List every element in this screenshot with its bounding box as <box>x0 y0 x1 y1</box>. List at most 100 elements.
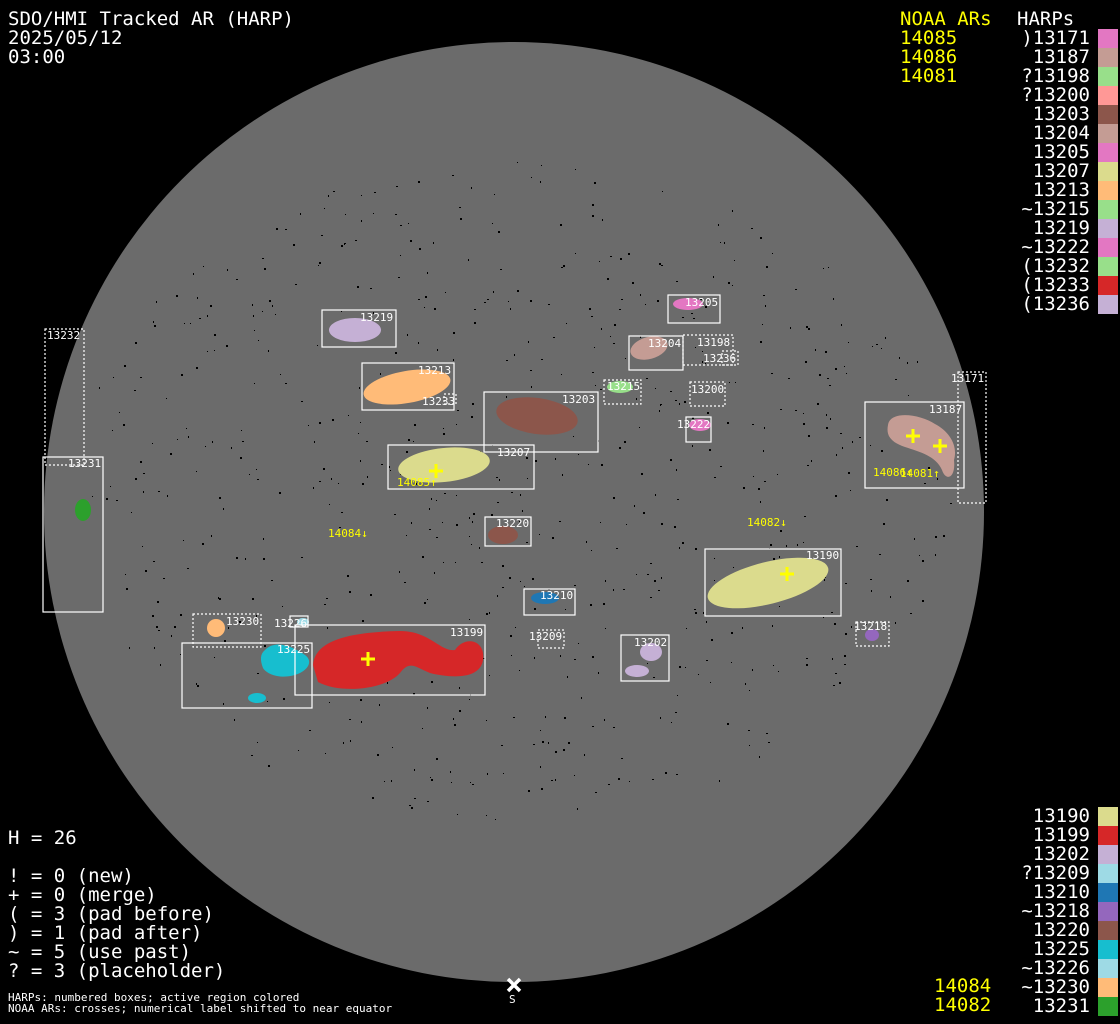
speck <box>758 488 760 490</box>
speck <box>184 323 185 324</box>
speck <box>456 524 458 526</box>
speck <box>427 599 428 600</box>
speck <box>319 262 321 264</box>
noaa-ar-item: 14084 <box>934 975 992 997</box>
box-13207[interactable] <box>387 444 535 490</box>
speck <box>573 436 574 437</box>
box-13209[interactable] <box>537 629 565 649</box>
speck <box>443 433 445 435</box>
speck <box>511 492 513 493</box>
region-13218 <box>865 629 879 641</box>
speck <box>695 548 697 550</box>
speck <box>832 658 833 660</box>
speck <box>267 701 268 702</box>
speck <box>743 487 745 489</box>
speck <box>808 435 810 437</box>
speck <box>749 745 750 746</box>
noaa-label-14085: 14085↑ <box>397 476 437 489</box>
speck <box>377 754 379 756</box>
box-13202[interactable] <box>620 634 670 682</box>
harp-legend-item: (13236 <box>1000 295 1118 314</box>
speck <box>502 587 504 588</box>
box-13210[interactable] <box>523 588 576 616</box>
speck <box>641 473 643 475</box>
speck <box>613 727 615 728</box>
box-13232[interactable] <box>44 328 85 466</box>
speck <box>835 368 837 370</box>
speck <box>674 526 676 528</box>
speck <box>345 214 346 215</box>
speck <box>766 267 768 268</box>
speck <box>804 516 806 517</box>
box-13200[interactable] <box>689 381 726 407</box>
box-13230[interactable] <box>192 613 262 648</box>
speck <box>578 643 579 644</box>
speck <box>152 615 154 617</box>
speck <box>520 581 521 582</box>
speck <box>835 673 837 674</box>
speck <box>592 656 594 658</box>
box-13222[interactable] <box>685 416 712 443</box>
speck <box>728 282 730 284</box>
speck <box>319 481 321 482</box>
box-13187[interactable] <box>864 401 965 489</box>
speck <box>125 574 126 575</box>
speck <box>411 522 412 524</box>
speck <box>341 245 343 247</box>
speck <box>135 478 137 480</box>
harp-legend-item: 13199 <box>1000 826 1118 845</box>
speck <box>848 472 850 474</box>
speck <box>436 500 437 501</box>
speck <box>840 433 842 434</box>
speck <box>431 498 432 500</box>
speck <box>460 218 462 220</box>
speck <box>844 655 846 657</box>
label-13213: 13213 <box>418 364 451 377</box>
box-13226[interactable] <box>289 615 309 628</box>
box-13233[interactable] <box>443 393 457 405</box>
cross-14085 <box>429 464 443 478</box>
speck <box>300 213 301 215</box>
speck <box>541 788 543 790</box>
speck <box>907 580 909 582</box>
box-13220[interactable] <box>484 516 532 547</box>
speck <box>469 536 470 537</box>
box-13215[interactable] <box>603 379 642 405</box>
box-13213[interactable] <box>361 362 455 411</box>
speck <box>655 494 656 496</box>
box-13236[interactable] <box>721 350 739 366</box>
speck <box>360 422 361 423</box>
box-13199[interactable] <box>294 624 486 696</box>
speck <box>212 441 213 443</box>
speck <box>520 494 521 496</box>
box-13205[interactable] <box>667 294 721 324</box>
speck <box>486 720 487 721</box>
speck <box>600 389 602 390</box>
noaa-label-14081: 14081↑ <box>900 467 940 480</box>
speck <box>914 538 915 540</box>
speck <box>827 378 829 379</box>
speck <box>116 500 118 501</box>
box-13225[interactable] <box>181 642 313 709</box>
speck <box>524 586 525 587</box>
label-13215: 13215 <box>607 380 640 393</box>
speck <box>360 699 362 701</box>
speck <box>349 591 351 593</box>
speck <box>566 323 567 324</box>
speck <box>349 719 351 720</box>
box-13198[interactable] <box>682 334 734 366</box>
box-13219[interactable] <box>321 309 397 348</box>
speck <box>113 377 114 378</box>
box-13190[interactable] <box>704 548 842 617</box>
speck <box>560 224 562 226</box>
box-13231[interactable] <box>42 456 104 613</box>
box-13171[interactable] <box>957 371 987 504</box>
speck <box>560 655 561 657</box>
speck <box>333 191 335 192</box>
speck <box>514 354 515 356</box>
box-13218[interactable] <box>855 621 890 647</box>
box-13203[interactable] <box>483 391 599 453</box>
region-13226 <box>297 618 309 626</box>
speck <box>760 501 761 503</box>
